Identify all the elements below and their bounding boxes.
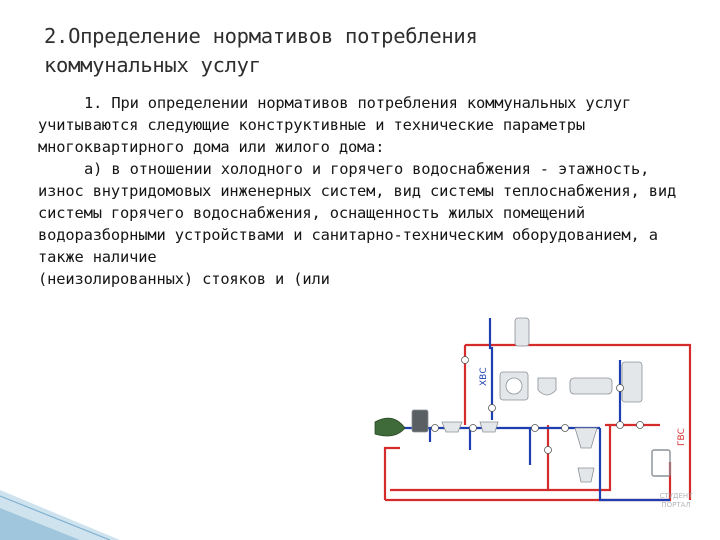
plumbing-diagram: ХВС ГВС [370,317,700,532]
watermark-logo: СТУДЕНТ ПОРТАЛ [656,492,696,522]
hot-water-label: ГВС [677,428,687,446]
corner-decoration [0,490,120,540]
slide-title: 2.Определение нормативов потребления ком… [44,24,478,77]
paragraph-3: (неизолированных) стояков и (или [38,270,330,288]
paragraph-1: 1. При определении нормативов потреблени… [38,94,631,156]
plumbing-fixtures [374,317,671,483]
pipe-valves [431,356,644,454]
cold-water-label: ХВС [479,367,489,386]
logo-line-2: ПОРТАЛ [661,501,691,509]
paragraph-2: а) в отношении холодного и горячего водо… [38,160,677,266]
slide-body: 1. При определении нормативов потреблени… [38,92,688,290]
logo-line-1: СТУДЕНТ [659,492,693,500]
